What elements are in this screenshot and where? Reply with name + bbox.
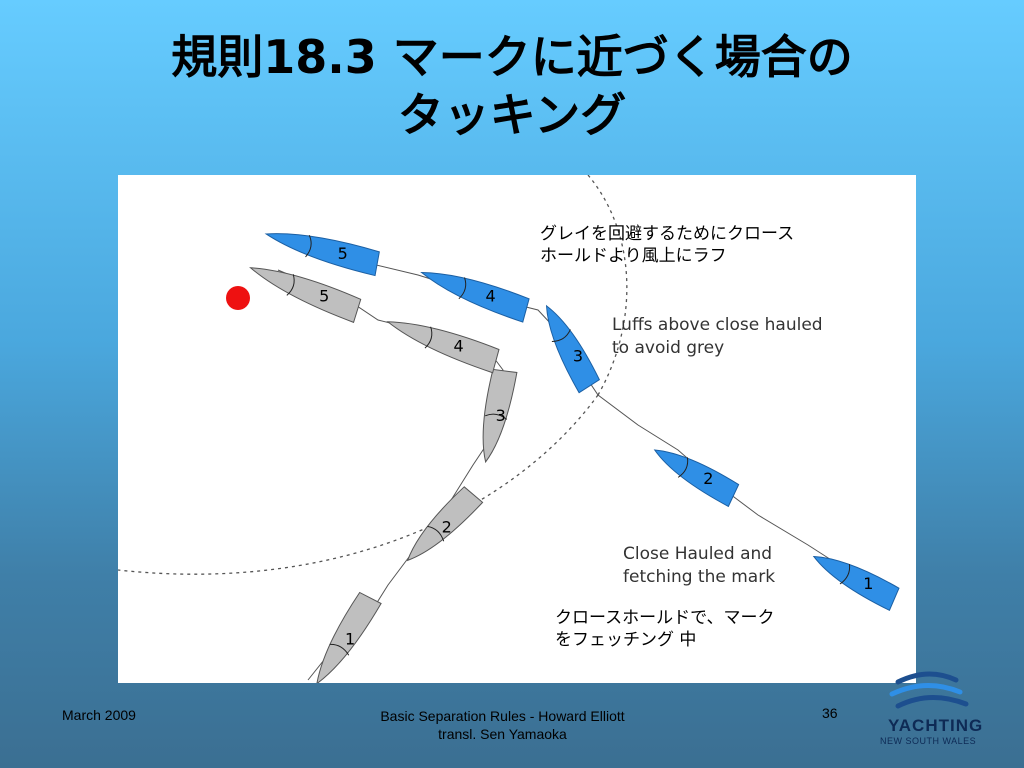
blue-boat-4: 4 bbox=[420, 271, 530, 323]
yachting-nsw-logo: YACHTING NEW SOUTH WALES bbox=[868, 662, 1018, 762]
footer-page-number: 36 bbox=[822, 705, 838, 721]
close-hauled-annotation-en: Close Hauled and fetching the mark bbox=[623, 543, 776, 589]
close-hauled-annotation-ja-line1: クロースホールドで、マーク bbox=[555, 608, 775, 628]
zone-circle-arc-bottom bbox=[118, 394, 599, 575]
blue-boat-3-label: 3 bbox=[573, 346, 583, 365]
logo-sub: NEW SOUTH WALES bbox=[880, 736, 977, 746]
luff-annotation-en-line2: to avoid grey bbox=[612, 338, 725, 358]
logo-name: YACHTING bbox=[888, 716, 984, 735]
slide-title-line1: 規則18.3 マークに近づく場合の bbox=[171, 30, 853, 84]
footer-credit-line1: Basic Separation Rules - Howard Elliott bbox=[380, 708, 625, 724]
blue-boat-3: 3 bbox=[545, 304, 601, 394]
footer-date: March 2009 bbox=[62, 707, 136, 723]
grey-boat-1: 1 bbox=[316, 591, 382, 683]
diagram-panel: 1 2 3 4 5 1 2 bbox=[118, 175, 916, 683]
close-hauled-annotation-en-line1: Close Hauled and bbox=[623, 544, 773, 564]
grey-boat-1-label: 1 bbox=[345, 630, 355, 649]
luff-annotation-ja-line1: グレイを回避するためにクロース bbox=[540, 224, 795, 244]
diagram-svg: 1 2 3 4 5 1 2 bbox=[118, 175, 900, 683]
luff-annotation-en-line1: Luffs above close hauled bbox=[612, 315, 823, 335]
luff-annotation-en: Luffs above close hauled to avoid grey bbox=[612, 314, 823, 360]
close-hauled-annotation-en-line2: fetching the mark bbox=[623, 567, 776, 587]
wave-logo-icon bbox=[889, 671, 969, 709]
grey-boat-5: 5 bbox=[249, 267, 362, 324]
grey-boat-track bbox=[277, 269, 504, 681]
blue-boat-4-label: 4 bbox=[486, 287, 496, 306]
blue-boat-1-label: 1 bbox=[863, 574, 873, 593]
grey-boat-2: 2 bbox=[406, 486, 484, 562]
slide-title-line2: タッキング bbox=[397, 88, 627, 142]
blue-boat-2: 2 bbox=[653, 449, 740, 508]
grey-boat-5-label: 5 bbox=[319, 286, 329, 305]
zone-circle-arc-top bbox=[587, 175, 628, 396]
luff-annotation-ja: グレイを回避するためにクロース ホールドより風上にラフ bbox=[540, 223, 794, 267]
blue-boat-2-label: 2 bbox=[703, 469, 713, 488]
blue-boat-track bbox=[292, 234, 879, 591]
footer-credit-line2: transl. Sen Yamaoka bbox=[438, 726, 567, 742]
luff-annotation-ja-line2: ホールドより風上にラフ bbox=[540, 246, 727, 266]
close-hauled-annotation-ja-line2: をフェッチング 中 bbox=[555, 630, 697, 650]
blue-boat-1: 1 bbox=[812, 555, 900, 611]
grey-boat-3-label: 3 bbox=[496, 406, 506, 425]
grey-boat-3: 3 bbox=[482, 368, 518, 464]
grey-boat-4: 4 bbox=[386, 321, 500, 374]
grey-boat-4-label: 4 bbox=[454, 337, 464, 356]
close-hauled-annotation-ja: クロースホールドで、マーク をフェッチング 中 bbox=[555, 607, 774, 651]
blue-boat-5: 5 bbox=[264, 233, 380, 277]
slide-title: 規則18.3 マークに近づく場合の タッキング bbox=[0, 28, 1024, 144]
grey-boat-2-label: 2 bbox=[442, 517, 452, 536]
mark-buoy bbox=[226, 286, 250, 310]
blue-boat-5-label: 5 bbox=[338, 244, 348, 263]
footer-credit: Basic Separation Rules - Howard Elliott … bbox=[330, 707, 675, 743]
